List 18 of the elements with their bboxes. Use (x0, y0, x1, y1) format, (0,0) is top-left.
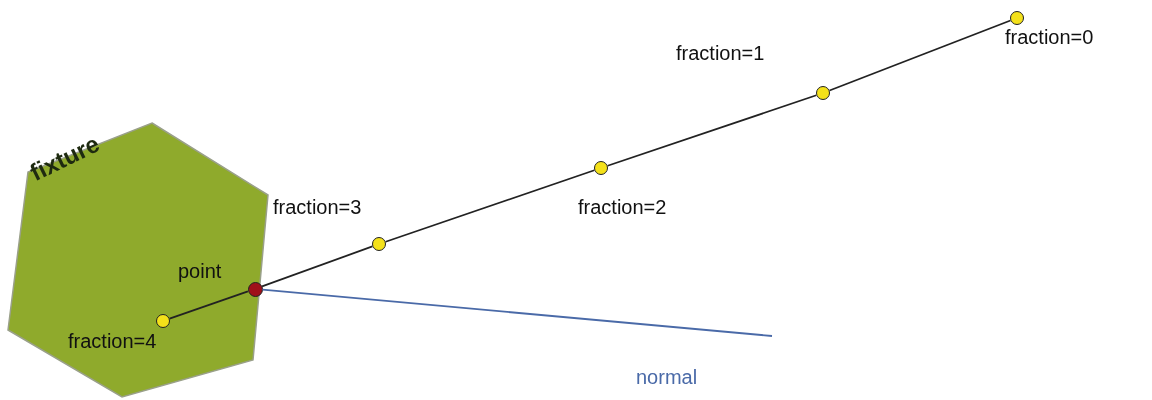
edge-label: normal (636, 366, 698, 389)
point-label: fraction=3 (273, 196, 362, 219)
ray-segment (828, 19, 1012, 92)
sample-point (372, 237, 386, 251)
point-label: point (178, 260, 222, 283)
point-label: fraction=1 (676, 42, 765, 65)
sample-point (594, 161, 608, 175)
sample-point (1010, 11, 1024, 25)
ray-segment (261, 245, 374, 288)
ray-segment (384, 169, 596, 243)
point-label: fraction=2 (578, 196, 667, 219)
normal-line (261, 288, 773, 337)
point-label: fraction=0 (1005, 26, 1094, 49)
fixture-hexagon (6, 121, 270, 399)
point-label: fraction=4 (68, 330, 157, 353)
ray-segment (606, 94, 818, 167)
ray-segment (168, 290, 249, 320)
sample-point (816, 86, 830, 100)
